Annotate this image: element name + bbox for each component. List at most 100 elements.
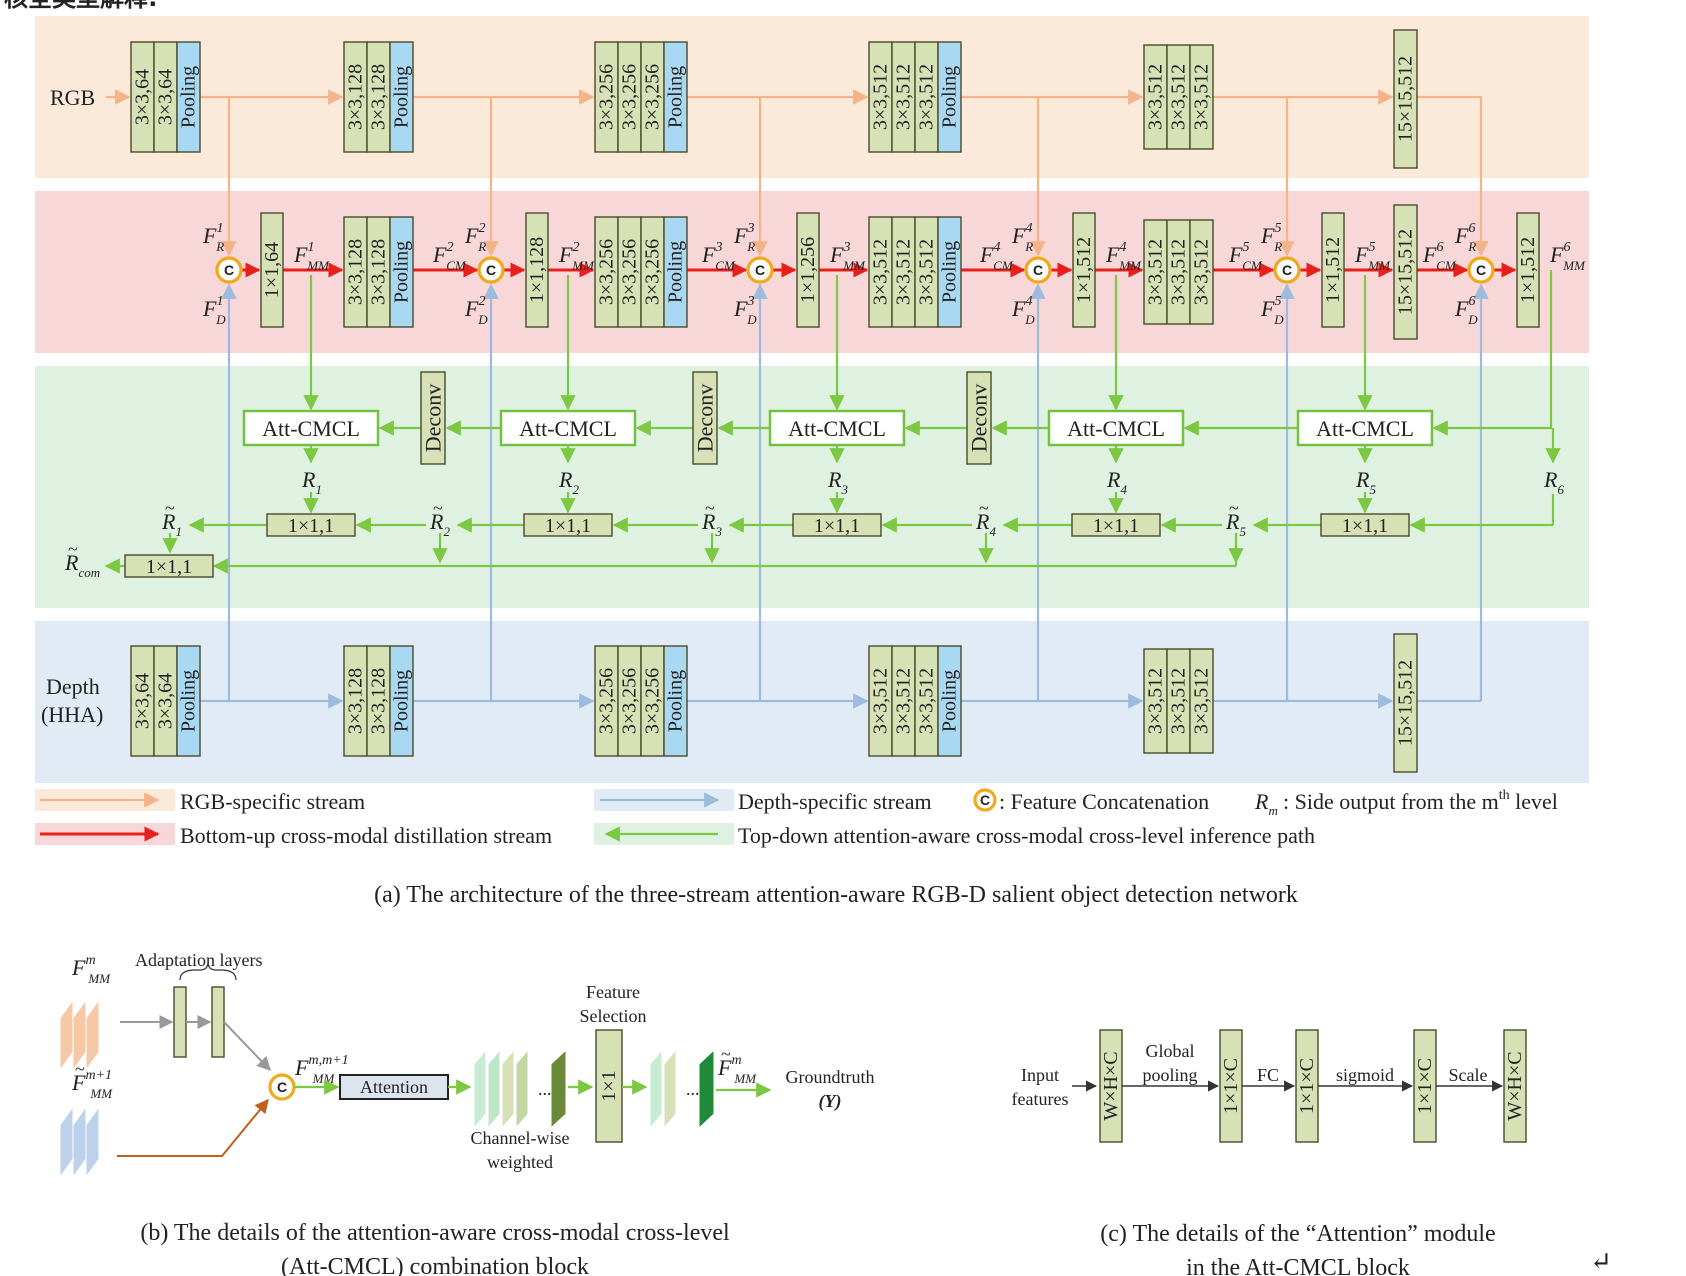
attention-module-label-2: 1×1×C xyxy=(1220,1058,1242,1114)
depth-block-5-layer-3 xyxy=(1189,648,1214,754)
caption-b-line-1: (b) The details of the attention-aware c… xyxy=(140,1220,730,1246)
channel-wise-label-1: Channel-wise xyxy=(471,1128,570,1148)
feature-stack-tilde-slice-2 xyxy=(72,1105,87,1179)
combined-output-tilde: ~ xyxy=(68,539,78,559)
legend: RGB-specific stream Depth-specific strea… xyxy=(35,788,1558,848)
rgb-block-1-label-2: 3×3,64 xyxy=(155,69,177,125)
depth-block-2-label-1: 3×3,128 xyxy=(345,668,367,734)
fusion-conv-3 xyxy=(796,212,820,328)
selected-channel-dark xyxy=(698,1048,715,1130)
side-output-r-5: R5 xyxy=(1355,467,1376,497)
concat-node-1-symbol: C xyxy=(224,262,234,278)
attention-module-label-3: 1×1×C xyxy=(1296,1058,1318,1114)
depth-block-1-label-3: Pooling xyxy=(178,670,200,732)
rgb-block-4-label-4: Pooling xyxy=(939,66,961,128)
att-cmcl-label-2: Att-CMCL xyxy=(519,416,617,441)
caption-c-line-1: (c) The details of the “Attention” modul… xyxy=(1100,1221,1495,1247)
rgb-block-5-label-1: 3×3,512 xyxy=(1145,64,1167,130)
side-conv-label-1: 1×1,1 xyxy=(288,515,334,537)
channel-wise-label-2: weighted xyxy=(487,1152,553,1172)
depth-block-4-label-3: 3×3,512 xyxy=(916,668,938,734)
combine-conv xyxy=(124,554,214,578)
depth-block-2-label-2: 3×3,128 xyxy=(368,668,390,734)
fusion-block-4-label-4: Pooling xyxy=(939,241,961,303)
rgb-block-5-layer-3 xyxy=(1189,44,1214,150)
depth-block-3-layer-4 xyxy=(663,645,688,757)
sigmoid-label: sigmoid xyxy=(1336,1065,1394,1085)
depth-block-1-label-2: 3×3,64 xyxy=(155,673,177,729)
rgb-block-4-label-2: 3×3,512 xyxy=(893,64,915,130)
fusion-block-3-layer-4 xyxy=(663,216,688,328)
adaptation-layer-1 xyxy=(173,986,187,1058)
legend-rm: Rm xyxy=(1254,789,1278,818)
rgb-block-3-label-3: 3×3,256 xyxy=(642,64,664,130)
selected-channel-1 xyxy=(649,1048,663,1130)
fusion-block-6-layer-1 xyxy=(1393,204,1418,340)
fusion-conv-2 xyxy=(525,212,549,328)
fusion-conv-label-5: 1×1,512 xyxy=(1322,237,1344,303)
concat-node-4 xyxy=(1024,256,1052,284)
panel-b-f-tilde-tilde: ~ xyxy=(75,1059,85,1079)
side-output-r-3: R3 xyxy=(827,467,848,497)
rgb-block-2-label-3: Pooling xyxy=(391,66,413,128)
depth-block-6-label-1: 15×15,512 xyxy=(1395,660,1417,746)
depth-stream-label: Depth xyxy=(46,674,100,699)
feature-stack-mm-slice-3 xyxy=(85,998,100,1072)
att-cmcl-label-5: Att-CMCL xyxy=(1316,416,1414,441)
attention-module-label-4: 1×1×C xyxy=(1414,1058,1436,1114)
input-features-label-2: features xyxy=(1012,1089,1069,1109)
side-conv-5 xyxy=(1320,513,1410,537)
concat-node-5-symbol: C xyxy=(1282,262,1292,278)
att-cmcl-label-1: Att-CMCL xyxy=(262,416,360,441)
rgb-block-1-label-1: 3×3,64 xyxy=(132,69,154,125)
feature-selection-label-2: Selection xyxy=(580,1006,647,1026)
legend-side: : Side output from the mth level xyxy=(1283,788,1558,814)
fusion-block-4-label-1: 3×3,512 xyxy=(870,239,892,305)
fusion-conv-6 xyxy=(1516,212,1540,328)
attention-box[interactable] xyxy=(339,1074,449,1100)
rgb-block-4-label-3: 3×3,512 xyxy=(916,64,938,130)
fusion-block-2-label-3: Pooling xyxy=(391,241,413,303)
deconv-block-3 xyxy=(966,371,992,465)
rgb-block-1-label-3: Pooling xyxy=(178,66,200,128)
side-conv-1 xyxy=(266,513,356,537)
fusion-conv-label-1: 1×1,64 xyxy=(261,242,283,298)
depth-block-5-label-1: 3×3,512 xyxy=(1145,668,1167,734)
rgb-block-3-layer-4 xyxy=(663,41,688,153)
depth-block-3-label-1: 3×3,256 xyxy=(596,668,618,734)
depth-block-5-label-2: 3×3,512 xyxy=(1168,668,1190,734)
att-cmcl-block-1 xyxy=(242,409,380,447)
fusion-block-2-layer-3 xyxy=(389,216,414,328)
fusion-block-5-label-3: 3×3,512 xyxy=(1191,239,1213,305)
caption-c-line-2: in the Att-CMCL block xyxy=(1186,1255,1410,1276)
adaptation-layer-2 xyxy=(211,986,225,1058)
fusion-conv-1 xyxy=(260,212,284,328)
rgb-block-3-label-2: 3×3,256 xyxy=(619,64,641,130)
depth-block-4-layer-4 xyxy=(937,645,962,757)
deconv-label-3: Deconv xyxy=(967,384,992,452)
depth-block-2-layer-3 xyxy=(389,645,414,757)
concat-node-3-symbol: C xyxy=(755,262,765,278)
depth-block-1-layer-3 xyxy=(176,645,201,757)
att-cmcl-label-4: Att-CMCL xyxy=(1067,416,1165,441)
depth-block-2-label-3: Pooling xyxy=(391,670,413,732)
refined-output-2-tilde: ~ xyxy=(433,498,443,518)
fusion-block-4-layer-4 xyxy=(937,216,962,328)
concat-node-1 xyxy=(215,256,243,284)
attention-module-block-5 xyxy=(1503,1029,1527,1143)
scale-label: Scale xyxy=(1449,1065,1488,1085)
attention-module-label-1: W×H×C xyxy=(1100,1051,1122,1120)
deconv-block-2 xyxy=(692,371,718,465)
refined-output-4-tilde: ~ xyxy=(979,498,989,518)
panel-b-f-mm-out-tilde: ~ xyxy=(721,1044,731,1064)
att-cmcl-block-5 xyxy=(1296,409,1434,447)
attention-label: Attention xyxy=(360,1077,428,1097)
